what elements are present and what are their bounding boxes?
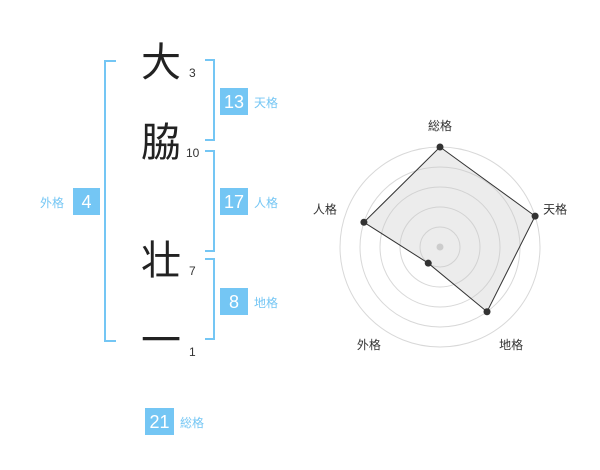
radar-point-3 [483, 308, 491, 316]
radar-label-4: 外格 [357, 337, 381, 352]
radar-point-1 [436, 143, 444, 151]
radar-ring [399, 206, 481, 288]
soukaku-value: 21 [145, 408, 174, 435]
tenkaku-bracket [205, 59, 215, 141]
gaikaku-bracket [104, 60, 116, 342]
stroke-count-4: 1 [189, 345, 196, 359]
name-char-1: 大 [141, 40, 181, 86]
name-char-4: 一 [141, 318, 181, 364]
gaikaku-label: 外格 [40, 196, 65, 210]
radar-ring [419, 226, 461, 268]
jinkaku-value: 17 [220, 188, 248, 215]
jinkaku-label: 人格 [254, 196, 279, 210]
radar-label-2: 天格 [543, 202, 567, 217]
stroke-count-1: 3 [189, 66, 196, 80]
tenkaku-value: 13 [220, 88, 248, 115]
chikaku-value: 8 [220, 288, 248, 315]
radar-label-5: 人格 [313, 202, 337, 217]
radar-polygon [363, 146, 536, 313]
soukaku-label: 総格 [180, 416, 205, 430]
tenkaku-label: 天格 [254, 96, 279, 110]
gaikaku-value: 4 [73, 188, 100, 215]
chikaku-bracket [205, 258, 215, 340]
radar-label-3: 地格 [499, 337, 523, 352]
radar-center [436, 243, 444, 251]
radar-point-4 [424, 259, 432, 267]
chikaku-label: 地格 [254, 296, 279, 310]
radar-point-2 [531, 212, 539, 220]
jinkaku-bracket [205, 150, 215, 252]
name-char-2: 脇 [141, 120, 181, 166]
name-char-3: 壮 [141, 238, 181, 284]
stroke-count-3: 7 [189, 264, 196, 278]
radar-ring [379, 186, 501, 308]
radar-point-5 [360, 218, 368, 226]
stroke-count-2: 10 [186, 146, 200, 160]
radar-label-1: 総格 [428, 118, 452, 133]
